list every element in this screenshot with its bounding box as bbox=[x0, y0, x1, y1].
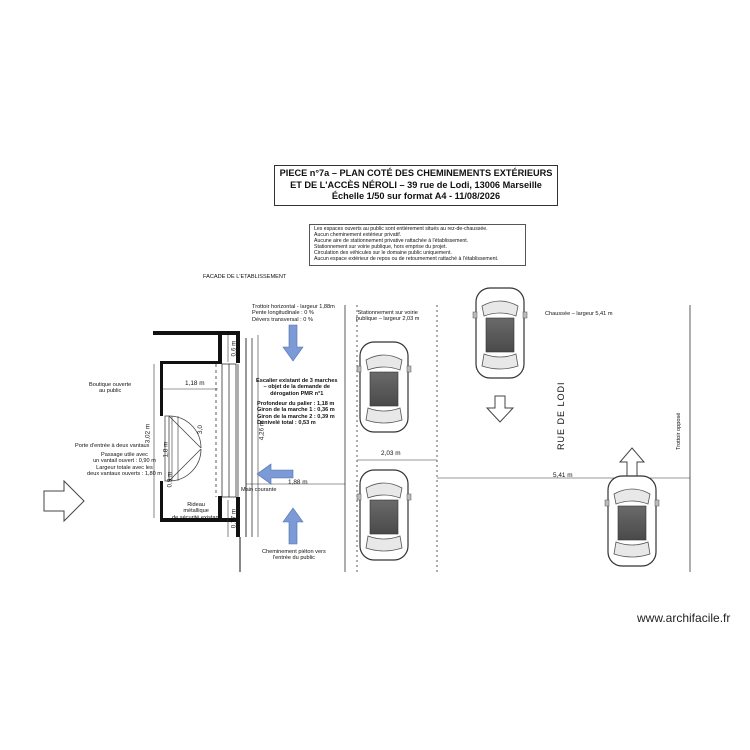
arrow-up-icon bbox=[282, 507, 304, 545]
stairs bbox=[215, 338, 253, 537]
dim-0-9: 0,9 m bbox=[166, 471, 174, 488]
label-line: Rideau bbox=[187, 502, 205, 508]
note: Les espaces ouverts au public sont entiè… bbox=[314, 226, 488, 232]
trottoir-oppose-label: Trottoir opposé bbox=[676, 412, 682, 450]
label-line: au public bbox=[98, 388, 122, 395]
watermark: www.archifacile.fr bbox=[637, 611, 731, 625]
chaussee-label: Chaussée – largeur 5,41 m bbox=[545, 311, 613, 317]
car-parked-bottom bbox=[356, 469, 412, 561]
traffic-down-arrow-icon bbox=[485, 395, 515, 423]
main-courante-label: Main courante bbox=[241, 487, 277, 493]
facade-label: FACADE DE L'ETABLISSEMENT bbox=[203, 274, 287, 280]
dim-0-77: 0,77 m bbox=[230, 508, 238, 529]
note: Aucun cheminement extérieur privatif. bbox=[314, 231, 402, 238]
pedestrian-arrows bbox=[256, 324, 304, 545]
building-walls bbox=[153, 331, 240, 537]
label-line: un vantail ouvert : 0,90 m bbox=[93, 458, 156, 465]
label-line: Stationnement sur voirie bbox=[357, 310, 418, 316]
label-line: Largeur totale avec les bbox=[96, 464, 153, 471]
label-line: publique – largeur 2,03 m bbox=[356, 316, 420, 323]
label-line: métallique bbox=[183, 508, 209, 515]
label-line: Giron de la marche 1 : 0,36 m bbox=[257, 407, 335, 414]
street-name: RUE DE LODI bbox=[556, 381, 566, 450]
label-line: Cheminement piéton vers bbox=[262, 549, 326, 555]
note: Stationnement sur voirie publique, hors … bbox=[314, 243, 447, 250]
direction-arrows bbox=[43, 395, 646, 523]
entry-arrow-icon bbox=[43, 479, 85, 523]
dim-1-18: 1,18 m bbox=[185, 380, 205, 387]
label-line: Pente longitudinale : 0 % bbox=[252, 310, 314, 317]
label-line: Trottoir horizontal - largeur 1,88m bbox=[252, 304, 335, 310]
dim-3-0: 3,0 bbox=[196, 425, 204, 434]
label-line: Escalier existant de 3 marches bbox=[256, 378, 338, 384]
double-door bbox=[164, 415, 202, 482]
note: Circulation des véhicules sur le domaine… bbox=[314, 249, 452, 256]
dim-5-41: 5,41 m bbox=[553, 472, 573, 479]
trottoir-label: Trottoir horizontal - largeur 1,88m Pent… bbox=[252, 304, 335, 323]
arrow-left-icon bbox=[256, 463, 294, 485]
label-line: – objet de la demande de bbox=[263, 384, 330, 391]
label-line: Dénivelé total : 0,53 m bbox=[257, 420, 316, 427]
dim-4-26: 4,26 m bbox=[258, 420, 266, 441]
cheminement-label: Cheminement piéton vers l'entrée du publ… bbox=[262, 549, 326, 562]
title-line-3: Échelle 1/50 sur format A4 - 11/08/2026 bbox=[331, 191, 501, 201]
title-block: PIECE n°7a – PLAN COTÉ DES CHEMINEMENTS … bbox=[274, 165, 558, 206]
title-line-2: ET DE L'ACCÈS NÉROLI – 39 rue de Lodi, 1… bbox=[290, 179, 542, 190]
label-line: Dévers transversal : 0 % bbox=[252, 316, 313, 323]
label-line: de sécurité existant bbox=[172, 514, 221, 521]
label-line: Boutique ouverte bbox=[89, 382, 132, 388]
street-lines bbox=[344, 305, 691, 572]
car-traffic-up bbox=[604, 475, 660, 567]
passage-label: Passage utile avec un vantail ouvert : 0… bbox=[87, 452, 162, 478]
label-line: Profondeur du palier : 1,18 m bbox=[257, 401, 335, 407]
rideau-label: Rideau métallique de sécurité existant bbox=[172, 502, 220, 521]
arrow-down-icon bbox=[282, 324, 304, 362]
boutique-label: Boutique ouverte au public bbox=[89, 382, 131, 395]
car-traffic-down bbox=[472, 287, 528, 379]
label-line: dérogation PMR n°1 bbox=[270, 390, 324, 397]
porte-label: Porte d'entrée à deux vantaux bbox=[75, 443, 150, 449]
note: Aucune aire de stationnement privative r… bbox=[314, 237, 469, 244]
note: Aucun espace extérieur de repos ou de re… bbox=[314, 255, 499, 262]
dim-1-88: 1,88 m bbox=[288, 479, 308, 486]
notes-block: Les espaces ouverts au public sont entiè… bbox=[309, 224, 526, 266]
dim-0-6: 0,6 m bbox=[230, 340, 238, 357]
escalier-label: Escalier existant de 3 marches – objet d… bbox=[256, 378, 337, 397]
title-line-1: PIECE n°7a – PLAN COTÉ DES CHEMINEMENTS … bbox=[279, 168, 553, 178]
dim-2-03: 2,03 m bbox=[381, 450, 401, 457]
stationnement-label: Stationnement sur voirie publique – larg… bbox=[356, 310, 419, 323]
stairs-details: Profondeur du palier : 1,18 m Giron de l… bbox=[257, 401, 335, 427]
label-line: deux vantaux ouverts : 1,80 m bbox=[87, 471, 162, 478]
dim-1-8: 1,8 m bbox=[162, 441, 170, 458]
label-line: Passage utile avec bbox=[100, 452, 148, 458]
label-line: Giron de la marche 2 : 0,39 m bbox=[257, 413, 335, 420]
dim-3-02: 3,02 m bbox=[144, 423, 152, 444]
label-line: l'entrée du public bbox=[272, 555, 315, 562]
traffic-up-arrow-icon bbox=[618, 447, 646, 477]
car-parked-top bbox=[356, 341, 412, 433]
